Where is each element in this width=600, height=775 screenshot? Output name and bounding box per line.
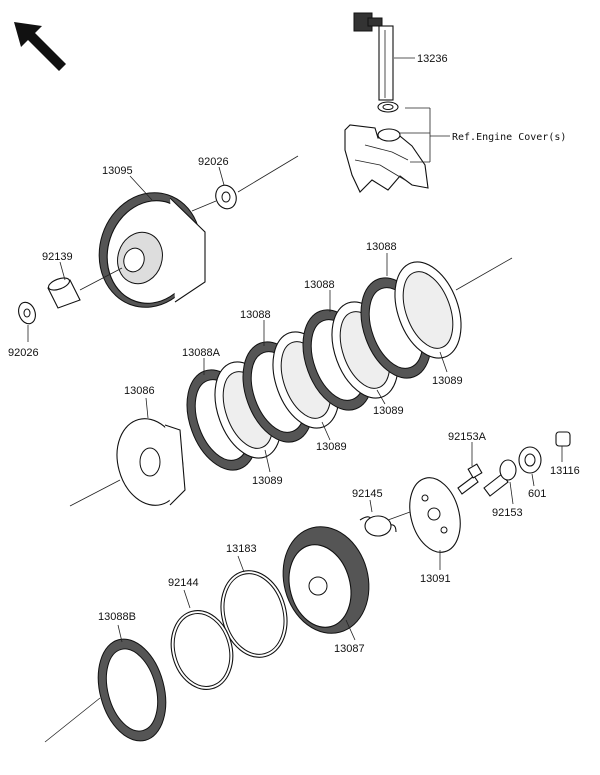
engine-cover-fragment [344,101,429,193]
bolt-92153A [457,463,483,495]
bolt-92153 [483,459,517,497]
label-92026-left: 92026 [8,347,39,359]
arrow-up-left-icon [14,22,66,71]
label-13089-c: 13089 [316,441,347,453]
friction-plate-13089-4 [394,261,462,359]
label-ref-engine-cover: Ref.Engine Cover(s) [452,132,566,143]
clutch-plate-13088B [97,638,167,742]
label-92026-top: 92026 [198,156,229,168]
label-13088-a: 13088 [366,241,397,253]
label-92153A: 92153A [448,431,487,443]
spring-92145 [359,515,397,537]
label-92153: 92153 [492,507,523,519]
bearing-601 [518,446,542,474]
leader-13095 [129,175,153,201]
pressure-plate-13086 [116,418,186,506]
label-13089-a: 13089 [432,375,463,387]
label-13086: 13086 [124,385,155,397]
ring-13183 [220,570,288,658]
label-13088B: 13088B [98,611,136,623]
pin-13116 [555,431,571,447]
label-13095: 13095 [102,165,133,177]
label-13088A: 13088A [182,347,221,359]
label-92139: 92139 [42,251,73,263]
label-13087: 13087 [334,643,365,655]
washer-92026-left [18,301,36,325]
label-13088-b: 13088 [304,279,335,291]
label-13089-d: 13089 [252,475,283,487]
clutch-housing-13095 [98,192,206,308]
lifter-plate-13091 [409,477,461,553]
label-13183: 13183 [226,543,257,555]
ring-92144 [170,610,234,690]
label-601: 601 [528,488,546,500]
label-13091: 13091 [420,573,451,585]
label-13089-b: 13089 [373,405,404,417]
clutch-hub-13087 [282,526,370,634]
label-92145: 92145 [352,488,383,500]
sleeve-92139 [47,277,81,309]
label-13236: 13236 [417,53,448,65]
label-92144: 92144 [168,577,199,589]
shaft-13236 [353,12,394,101]
washer-92026-top [215,184,237,210]
label-13116: 13116 [550,465,580,477]
label-13088-c: 13088 [240,309,271,321]
